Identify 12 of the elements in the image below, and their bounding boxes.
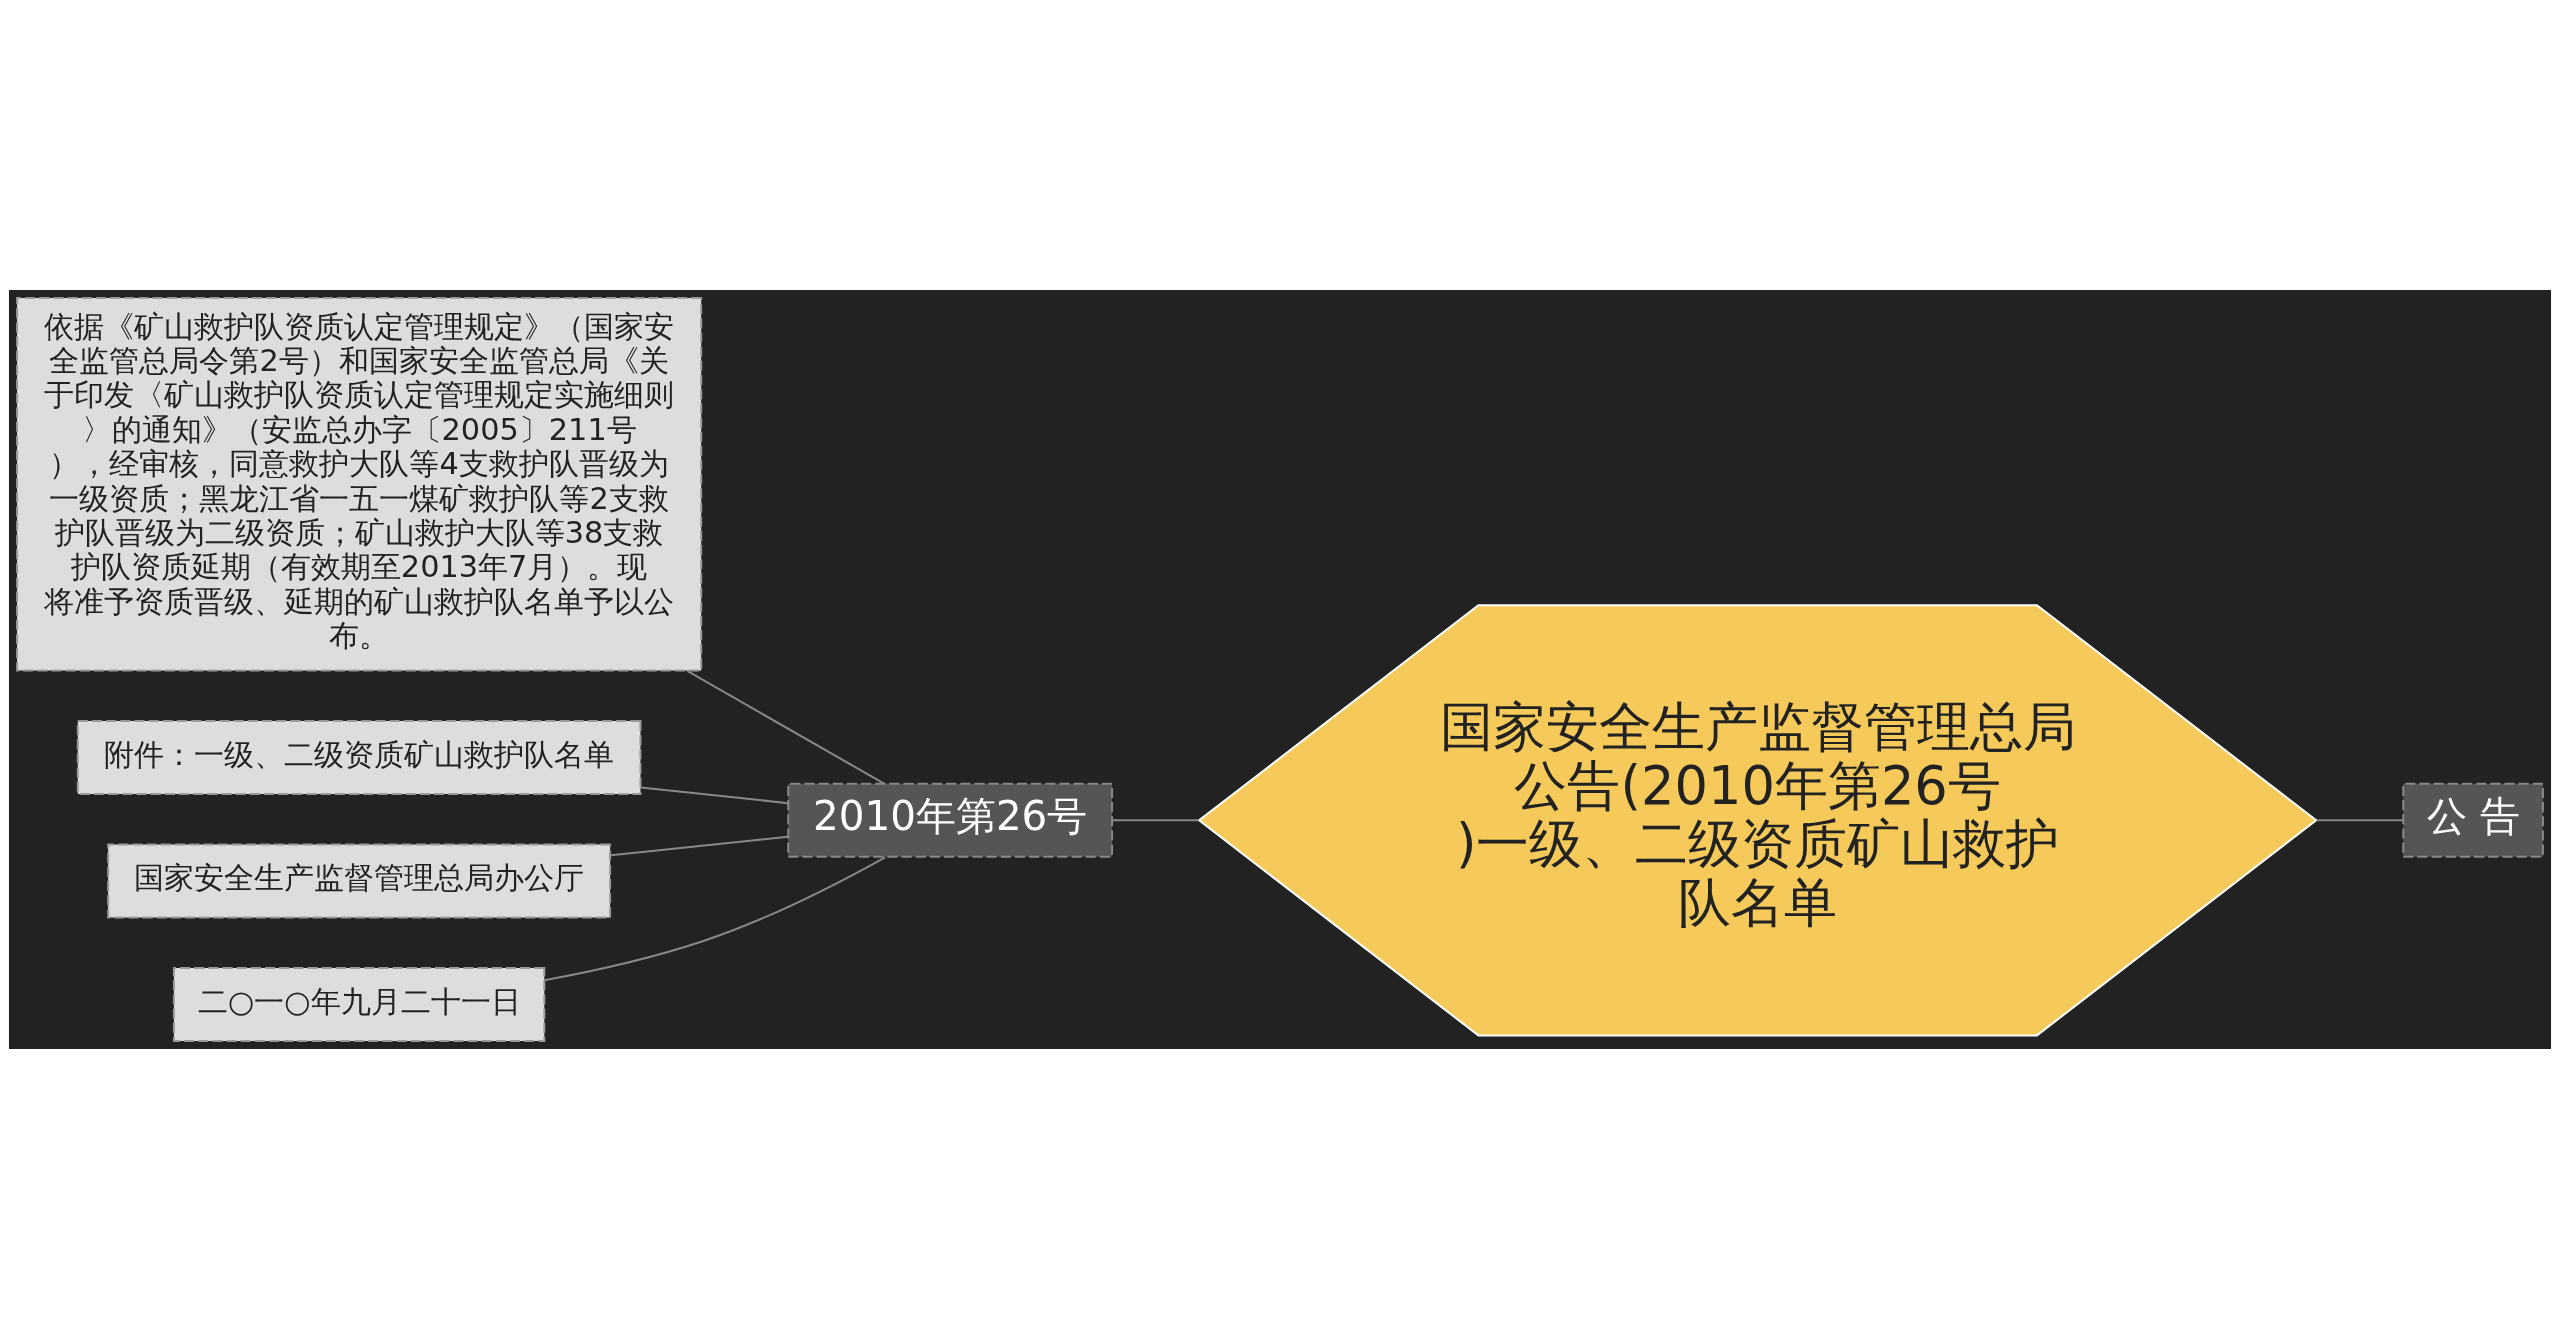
node-box: 2010年第26号 [787, 782, 1114, 858]
connector [1112, 819, 1199, 822]
node-box: 依据《矿山救护队资质认定管理规定》（国家安全监管总局令第2号）和国家安全监管总局《关于印发〈矿山救护队资质认定管理规定实施细则〉的通知》（安监总办字〔2005〕211号），经审核，同意救护大队等4支救护队晋级为一级资质；黑龙江省一五一煤矿救护队等2支救护队晋级为二级资质；矿山救护大队等38支救护队资质延期（有效期至2013年7月）。现将准予资质晋级、延期的矿山救护队名单予以公布。 [16, 297, 703, 672]
node-box: 附件：一级、二级资质矿山救护队名单 [76, 720, 642, 795]
node-box: 国家安全生产监督管理总局办公厅 [107, 843, 612, 919]
connector [2316, 819, 2403, 822]
connector [640, 786, 789, 805]
connector [544, 856, 886, 982]
connector [686, 670, 885, 785]
node-box: 二○一○年九月二十一日 [172, 967, 546, 1042]
connector [610, 835, 788, 857]
node-box: 公 告 [2402, 782, 2544, 858]
